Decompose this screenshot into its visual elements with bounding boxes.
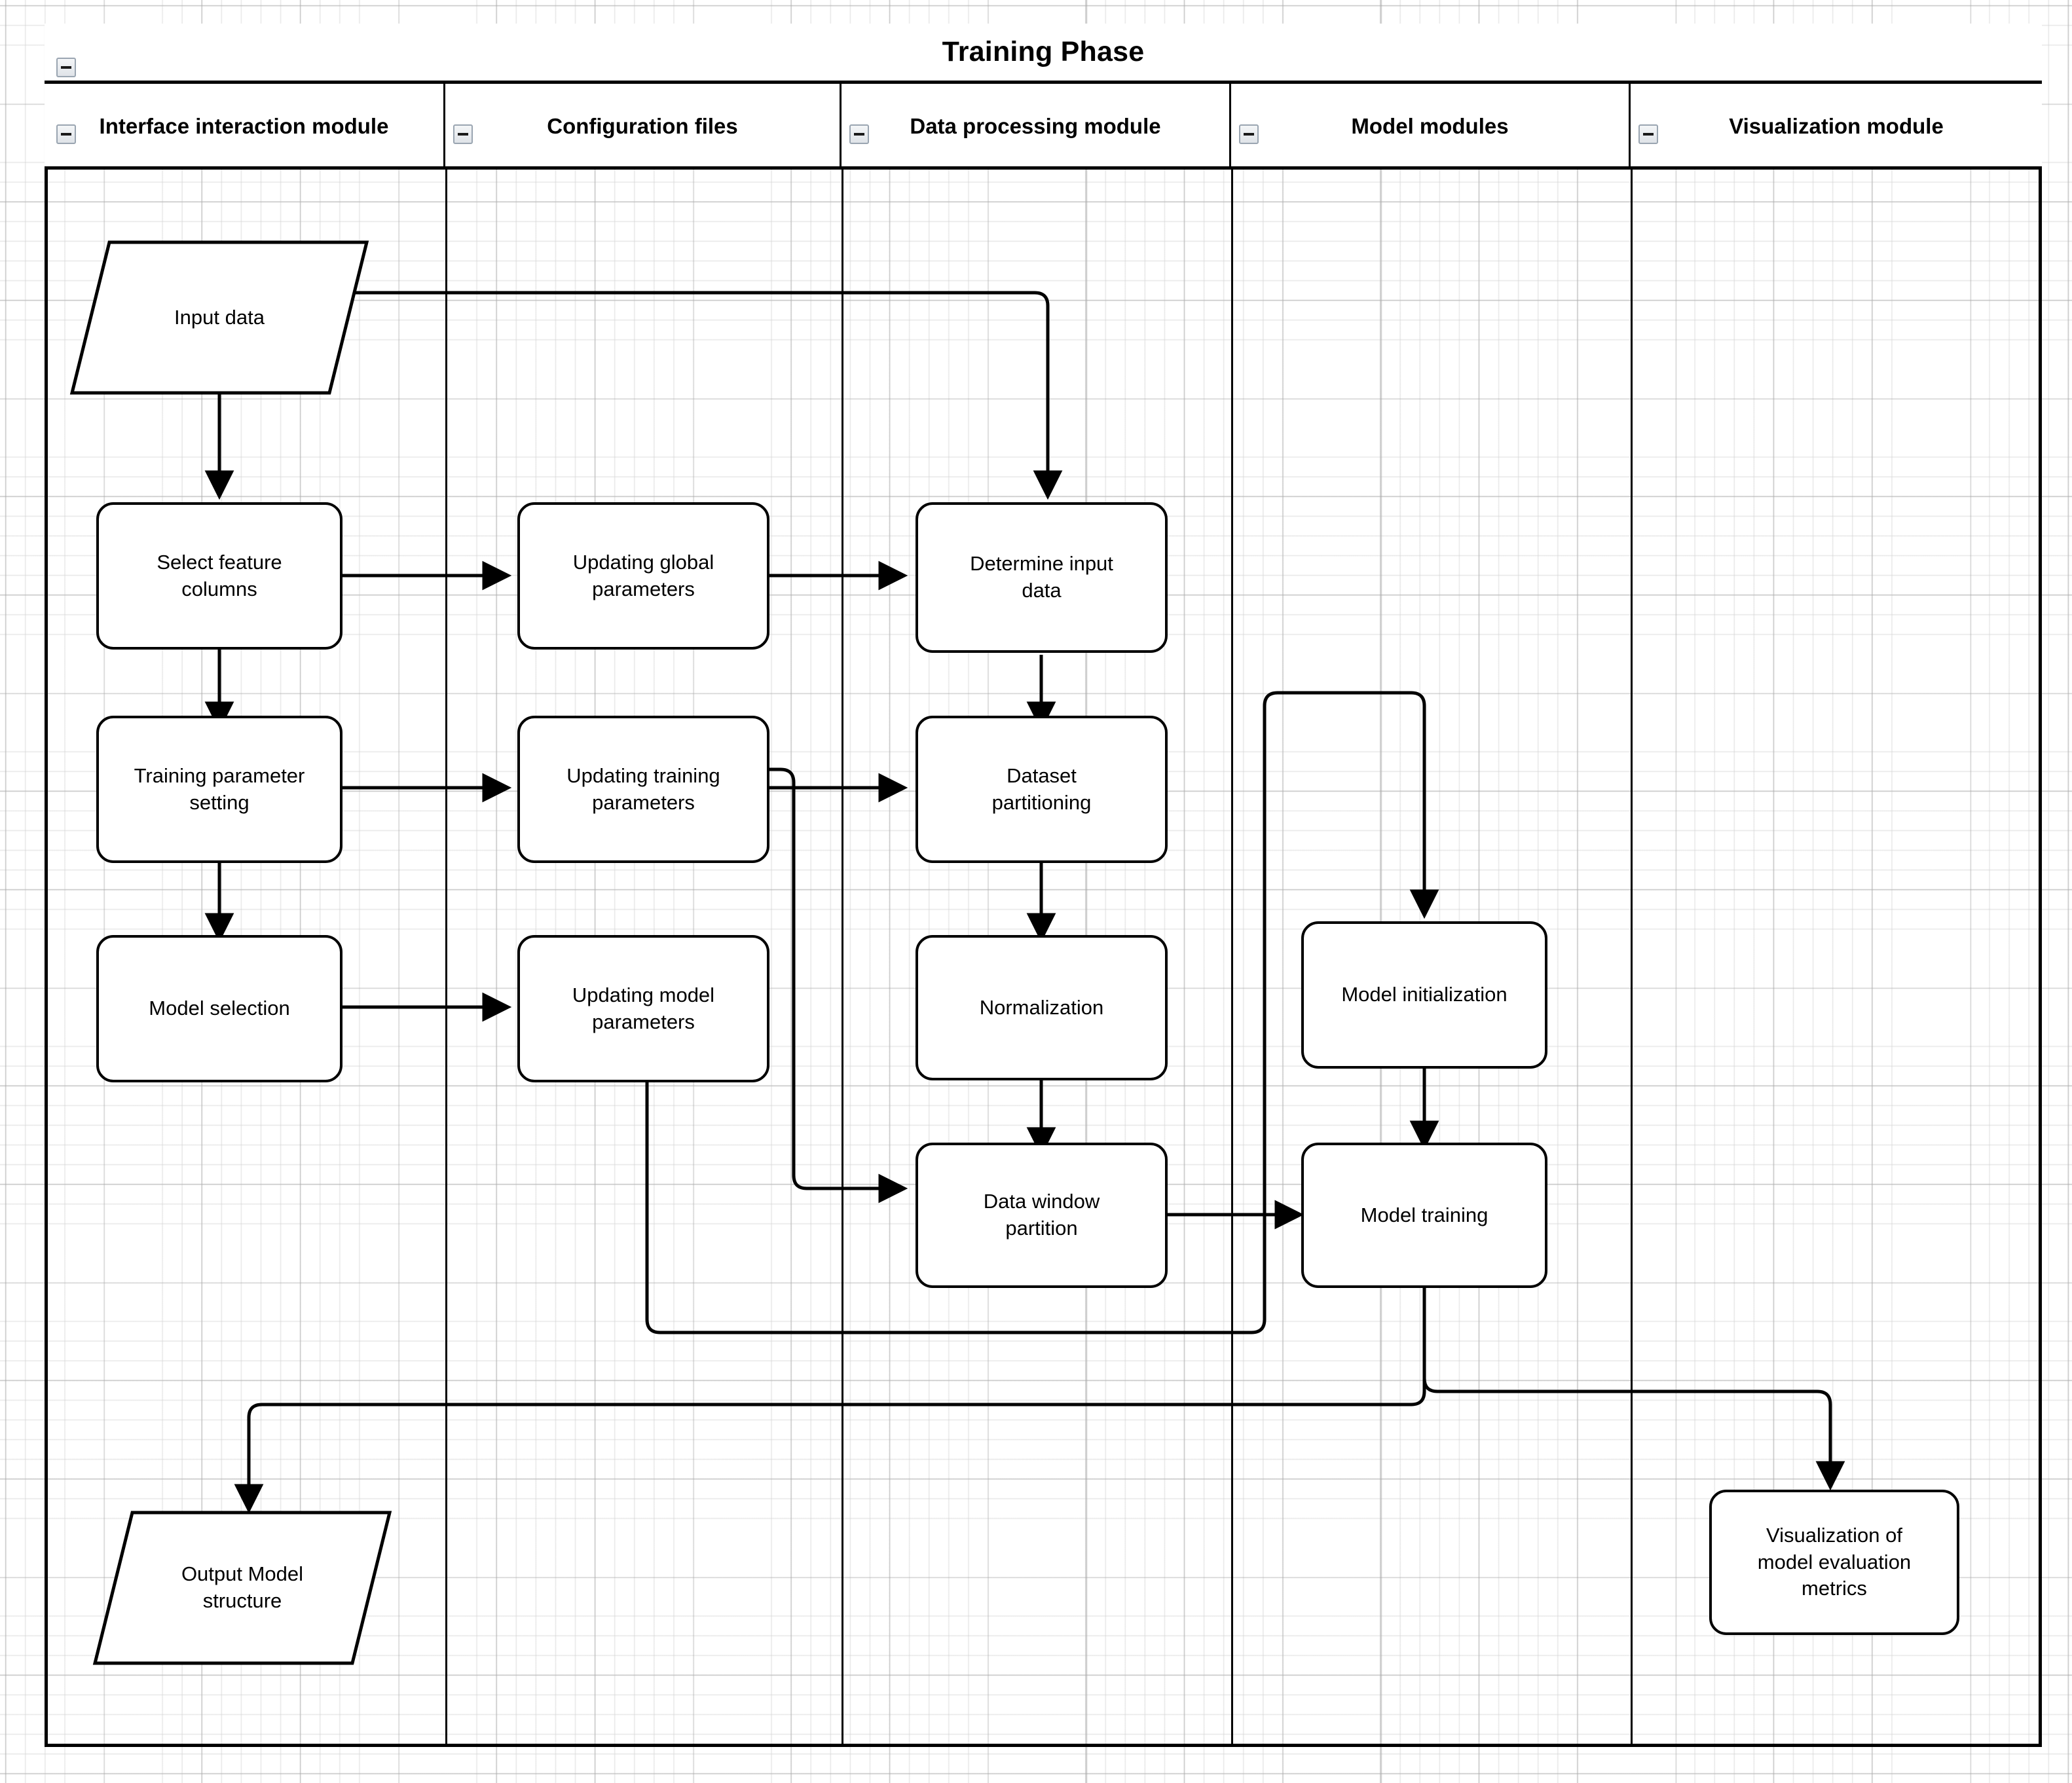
node-updating-global-parameters[interactable]: Updating global parameters [517,502,769,650]
lane-label: Interface interaction module [99,114,389,139]
pool-collapse-icon[interactable] [56,58,76,77]
node-input-data[interactable]: Input data [69,239,370,396]
lane-collapse-icon-configuration[interactable] [453,124,473,144]
node-label: Determine input data [970,552,1113,602]
node-label: Updating model parameters [572,983,715,1033]
node-data-window-partition[interactable]: Data window partition [916,1143,1168,1288]
node-label: Input data [174,305,265,329]
node-updating-training-parameters[interactable]: Updating training parameters [517,716,769,863]
node-dataset-partitioning[interactable]: Dataset partitioning [916,716,1168,863]
node-model-initialization[interactable]: Model initialization [1301,921,1547,1069]
lane-divider-4 [1631,170,1633,1747]
lane-collapse-icon-visualization[interactable] [1638,124,1658,144]
lane-label: Configuration files [547,114,738,139]
lane-header-interface[interactable]: Interface interaction module [45,84,445,170]
node-normalization[interactable]: Normalization [916,935,1168,1080]
node-label: Select feature columns [157,550,282,600]
lane-header-visualization[interactable]: Visualization module [1631,84,2042,170]
node-label: Model initialization [1341,983,1508,1006]
node-determine-input-data[interactable]: Determine input data [916,502,1168,653]
node-output-model-structure[interactable]: Output Model structure [92,1509,393,1666]
node-label: Normalization [979,995,1104,1019]
node-label: Visualization of model evaluation metric… [1757,1523,1912,1600]
node-label: Training parameter setting [134,763,305,814]
lane-divider-3 [1231,170,1233,1747]
lane-header-dataproc[interactable]: Data processing module [842,84,1231,170]
node-label: Model selection [149,997,290,1020]
lane-header-configuration[interactable]: Configuration files [445,84,842,170]
node-updating-model-parameters[interactable]: Updating model parameters [517,935,769,1082]
lane-collapse-icon-interface[interactable] [56,124,76,144]
page-title: Training Phase [942,36,1145,67]
node-label: Model training [1360,1203,1489,1226]
node-model-selection[interactable]: Model selection [96,935,342,1082]
lane-divider-2 [842,170,843,1747]
node-model-training[interactable]: Model training [1301,1143,1547,1288]
node-training-parameter-setting[interactable]: Training parameter setting [96,716,342,863]
pool-title-bar: Training Phase [45,24,2042,84]
node-select-feature-columns[interactable]: Select feature columns [96,502,342,650]
node-label: Dataset partitioning [991,763,1092,814]
lane-header-row: Interface interaction module Configurati… [45,84,2042,170]
lane-header-model[interactable]: Model modules [1231,84,1631,170]
lane-label: Data processing module [910,114,1161,139]
lane-label: Model modules [1351,114,1509,139]
lane-collapse-icon-dataproc[interactable] [849,124,869,144]
node-label: Updating global parameters [572,550,714,600]
node-label: Data window partition [983,1190,1100,1240]
node-label: Output Model structure [181,1562,304,1612]
node-label: Updating training parameters [566,763,720,814]
node-visualization-of-model-evaluation-metrics[interactable]: Visualization of model evaluation metric… [1709,1490,1959,1635]
lane-collapse-icon-model[interactable] [1239,124,1259,144]
lane-divider-1 [445,170,447,1747]
lane-label: Visualization module [1729,114,1944,139]
